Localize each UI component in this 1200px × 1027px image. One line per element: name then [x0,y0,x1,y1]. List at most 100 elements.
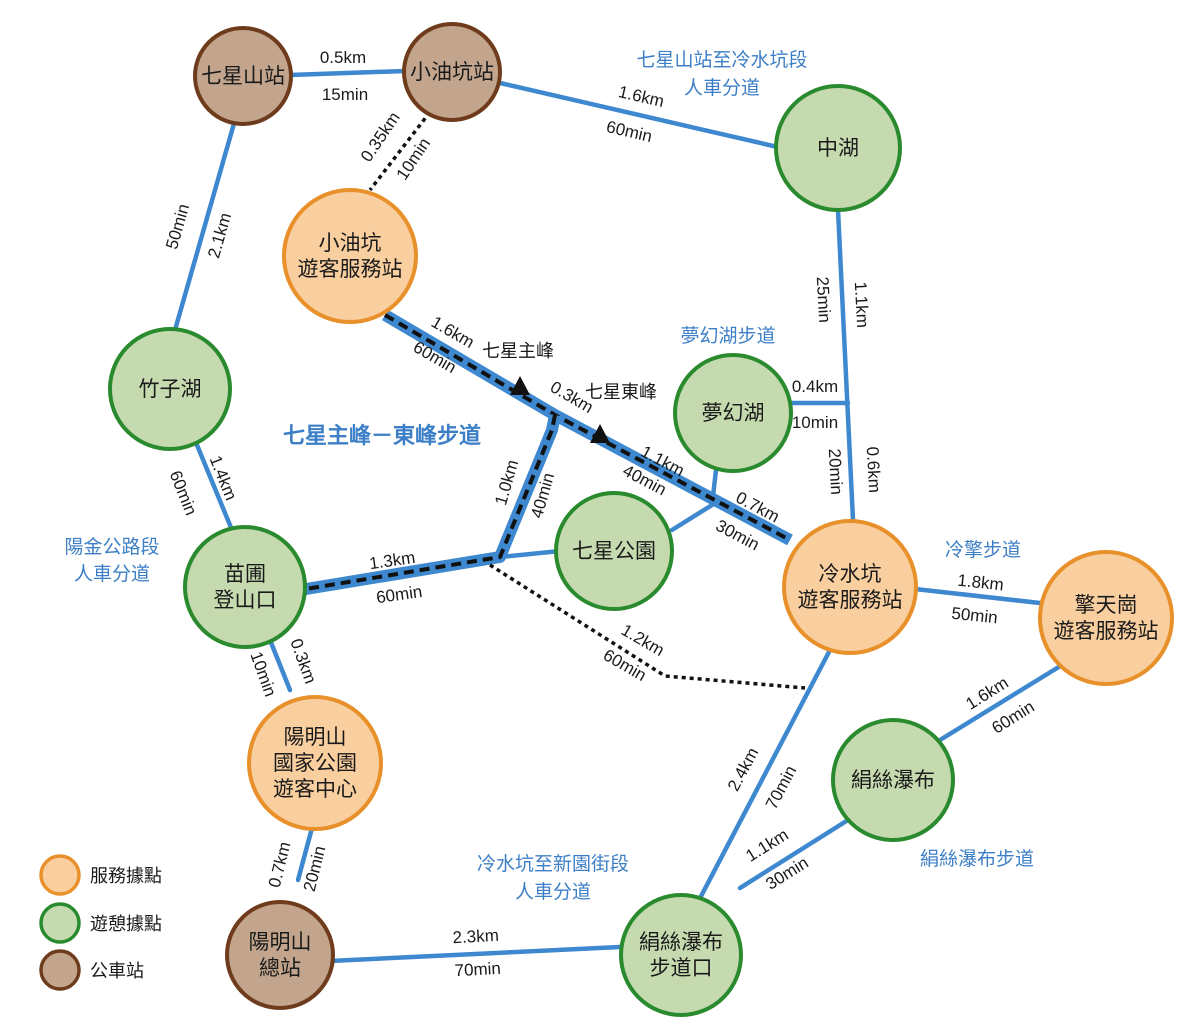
edge-xykstation-xykcenter [368,110,432,192]
edge-label: 20min [825,448,846,495]
edge-xiaoyoukeng-zhonghu [497,80,785,151]
edge-label: 10min [393,134,435,183]
edge-label: 1.8km [957,571,1005,595]
node-circle [183,525,307,649]
node-circle [782,519,918,655]
node-circle [193,26,293,126]
node-label: 小油坑站 [410,60,494,84]
edge-label: 2.3km [452,926,499,947]
edge-label: 60min [166,468,201,518]
node-label: 夢幻湖 [702,401,765,425]
node-xiaoyoukeng-station: 小油坑站 [402,22,502,122]
edge-label: 10min [792,413,838,432]
edge-label: 60min [605,117,654,146]
edge-juansi-trailhead [737,817,851,891]
edge-label: 0.4km [792,377,838,396]
node-label: 小油坑 [319,231,382,255]
node-juansi-falls: 絹絲瀑布 [831,718,955,842]
node-circle [554,491,674,611]
legend-bus-swatch [39,949,81,991]
node-circle [282,188,418,324]
node-circle [247,695,383,831]
route-label-lsk-xinyuan-1: 冷水坑至新園街段 [477,853,629,875]
edge-label: 1.6km [962,673,1011,714]
node-zhuzihu: 竹子湖 [108,327,232,451]
edge-lengshuikeng-qingtiangang [912,586,1043,606]
edge-bus-trailhead [327,944,623,964]
node-circle [673,353,793,473]
node-label: 國家公園 [273,751,357,775]
edge-lengshuikeng-trailhead [695,647,833,905]
edge-label: 0.5km [320,48,366,67]
edge-qixingshan-zhuzihu [172,117,238,333]
peak-main-label: 七星主峰 [482,341,554,362]
edge-label: 0.35km [357,109,404,166]
node-label: 苗圃 [224,562,266,586]
edge-ymscenter-bus [295,825,315,883]
edge-park-lengshuikeng [669,502,715,533]
legend-rest-label: 遊憩據點 [90,914,162,935]
node-circle [108,327,232,451]
node-qixingshan: 七星山站 [193,26,293,126]
node-label: 絹絲瀑布 [851,768,935,792]
node-label: 遊客中心 [273,777,357,801]
edge-label: 0.3km [286,636,320,686]
node-zhonghu: 中湖 [774,84,902,212]
route-label-yangjin-1: 陽金公路段 [64,536,159,558]
edge-zhuzihu-miaopu [194,442,235,533]
node-label: 遊客服務站 [1054,619,1159,643]
node-label: 總站 [259,956,301,980]
node-label: 七星公園 [572,539,656,563]
edge-label: 0.6km [863,446,884,493]
node-circle [831,718,955,842]
node-label: 遊客服務站 [298,257,403,281]
edge-qingtiangang-juansi [937,662,1065,743]
node-circle [402,22,502,122]
node-circle [774,84,902,212]
node-menghuanhu: 夢幻湖 [673,353,793,473]
route-label-juansi: 絹絲瀑布步道 [920,848,1034,870]
route-label-qxs-lsk-2: 人車分道 [684,77,760,99]
legend: 服務據點 遊憩據點 公車站 [39,854,162,991]
node-circle [1038,550,1174,686]
edge-zhonghu-lengshuikeng [835,207,856,523]
legend-service-swatch [39,854,81,896]
edge-miaopu-ymscenter [267,637,293,693]
peak-east-label: 七星東峰 [585,382,657,403]
peak-trail [299,309,793,596]
edge-label: 50min [951,604,999,628]
edge-junction-park [497,548,563,560]
edge-label: 60min [375,582,424,607]
edge-label: 15min [322,85,368,104]
route-label-qxs-lsk-1: 七星山站至冷水坑段 [636,49,807,71]
node-label: 陽明山 [284,725,347,749]
node-label: 七星山站 [201,64,285,88]
node-label: 絹絲瀑布 [639,930,723,954]
node-label: 中湖 [817,136,859,160]
edge-label: 25min [813,276,834,323]
node-label: 登山口 [214,588,277,612]
node-circle [225,900,335,1010]
node-label: 遊客服務站 [798,588,903,612]
node-qixing-park: 七星公園 [554,491,674,611]
route-label-lsk-xinyuan-2: 人車分道 [515,881,591,903]
edge-qixingshan-xiaoyoukeng [287,68,408,78]
edge-label: 70min [454,959,501,980]
edge-label: 1.1km [851,281,872,328]
node-label: 竹子湖 [139,377,202,401]
node-circle [619,893,743,1017]
legend-bus-label: 公車站 [90,961,144,982]
node-label: 陽明山 [249,930,312,954]
node-label: 冷水坑 [819,562,882,586]
edge-label: 1.6km [617,82,666,111]
route-label-yangjin-2: 人車分道 [74,563,150,585]
edge-label: 50min [162,202,193,252]
legend-rest-swatch [39,902,81,944]
